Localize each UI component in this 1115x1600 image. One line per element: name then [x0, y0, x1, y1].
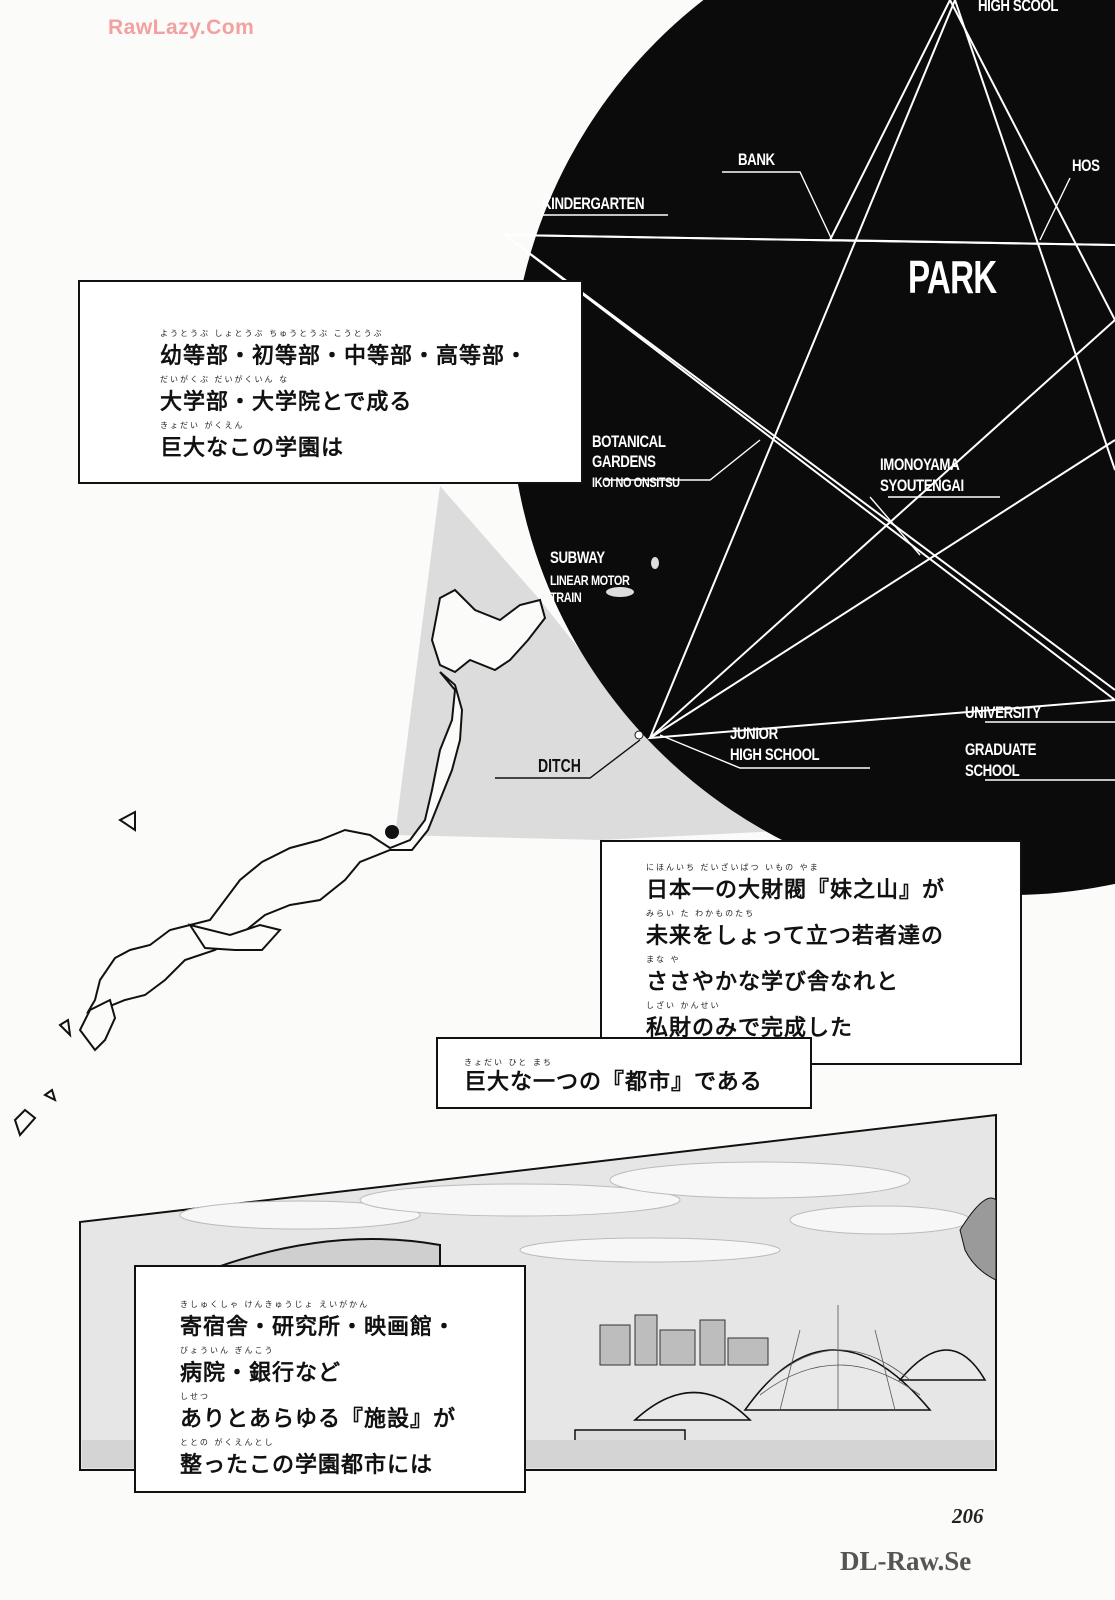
caption-ruby: まな や — [646, 955, 681, 964]
caption-top-left: ようとうぶ しょとうぶ ちゅうとうぶ こうとうぶ 幼等部・初等部・中等部・高等部… — [78, 280, 583, 484]
caption-line: 病院・銀行など — [180, 1361, 342, 1386]
caption-ruby: ようとうぶ しょとうぶ ちゅうとうぶ こうとうぶ — [160, 329, 384, 338]
label-university: UNIVERSITY — [965, 703, 1041, 722]
city-buildings — [599, 1314, 769, 1366]
caption-line: ささやかな学び舎なれと — [646, 970, 900, 995]
label-subway-2: LINEAR MOTOR — [550, 572, 630, 588]
label-subway-3: TRAIN — [550, 589, 582, 605]
caption-ruby: ととの がくえんとし — [180, 1438, 275, 1447]
page-number: 206 — [952, 1504, 984, 1528]
label-imonoyama-1: IMONOYAMA — [880, 455, 960, 474]
city-sky-clouds — [179, 1161, 971, 1263]
label-bank: BANK — [738, 150, 775, 169]
campus-location-dot — [385, 825, 399, 839]
caption-ruby: きょだい がくえん — [160, 421, 245, 430]
caption-line: 私財のみで完成した — [646, 1016, 854, 1041]
label-kindergarten: KINDERGARTEN — [542, 194, 645, 213]
caption-ruby: きょだい ひと まち — [464, 1058, 553, 1067]
caption-line: 未来をしょって立つ若者達の — [646, 924, 944, 949]
caption-line: 寄宿舎・研究所・映画館・ — [180, 1315, 457, 1340]
label-subway-1: SUBWAY — [550, 548, 605, 567]
caption-bottom-left: きしゅくしゃ けんきゅうじょ えいがかん 寄宿舎・研究所・映画館・ びょういん … — [134, 1265, 526, 1493]
label-hospital: HOS — [1072, 156, 1100, 175]
caption-line: 日本一の大財閥『妹之山』が — [646, 878, 946, 903]
label-botanical-2: GARDENS — [592, 452, 656, 471]
caption-line: 巨大な一つの『都市』である — [464, 1070, 763, 1095]
caption-line: 大学部・大学院とで成る — [160, 390, 413, 415]
projection-cone — [395, 486, 800, 840]
caption-middle-tail: きょだい ひと まち 巨大な一つの『都市』である — [436, 1037, 812, 1109]
label-park: PARK — [908, 251, 997, 303]
caption-line: 幼等部・初等部・中等部・高等部・ — [160, 344, 529, 369]
caption-ruby: しざい かんせい — [646, 1001, 721, 1010]
caption-ruby: びょういん ぎんこう — [180, 1346, 275, 1355]
label-high-school: HIGH SCOOL — [978, 0, 1059, 15]
caption-ruby: しせつ — [180, 1392, 210, 1401]
label-graduate-1: GRADUATE — [965, 740, 1037, 759]
watermark-top: RawLazy.Com — [108, 16, 255, 39]
label-graduate-2: SCHOOL — [965, 761, 1020, 780]
caption-line: 巨大なこの学園は — [160, 436, 345, 461]
watermark-bottom: DL-Raw.Se — [840, 1546, 972, 1576]
label-junior-2: HIGH SCHOOL — [730, 745, 820, 764]
caption-middle-right: にほんいち だいざいばつ いもの やま 日本一の大財閥『妹之山』が みらい た … — [600, 840, 1022, 1065]
caption-line: ありとあらゆる『施設』が — [180, 1407, 457, 1432]
caption-ruby: みらい た わかものたち — [646, 909, 756, 918]
gargoyle-statue — [959, 1197, 997, 1281]
label-botanical-3: IKOI NO ONSITSU — [592, 474, 680, 490]
label-junior-1: JUNIOR — [730, 724, 778, 743]
label-botanical-1: BOTANICAL — [592, 432, 666, 451]
caption-ruby: だいがくぶ だいがくいん な — [160, 375, 290, 384]
campus-map-disc — [510, 0, 1115, 895]
japan-outline — [13, 588, 547, 1137]
label-imonoyama-2: SYOUTENGAI — [880, 476, 964, 495]
label-ditch: DITCH — [538, 756, 581, 776]
caption-ruby: きしゅくしゃ けんきゅうじょ えいがかん — [180, 1300, 370, 1309]
caption-ruby: にほんいち だいざいばつ いもの やま — [646, 863, 820, 872]
caption-line: 整ったこの学園都市には — [180, 1453, 434, 1478]
